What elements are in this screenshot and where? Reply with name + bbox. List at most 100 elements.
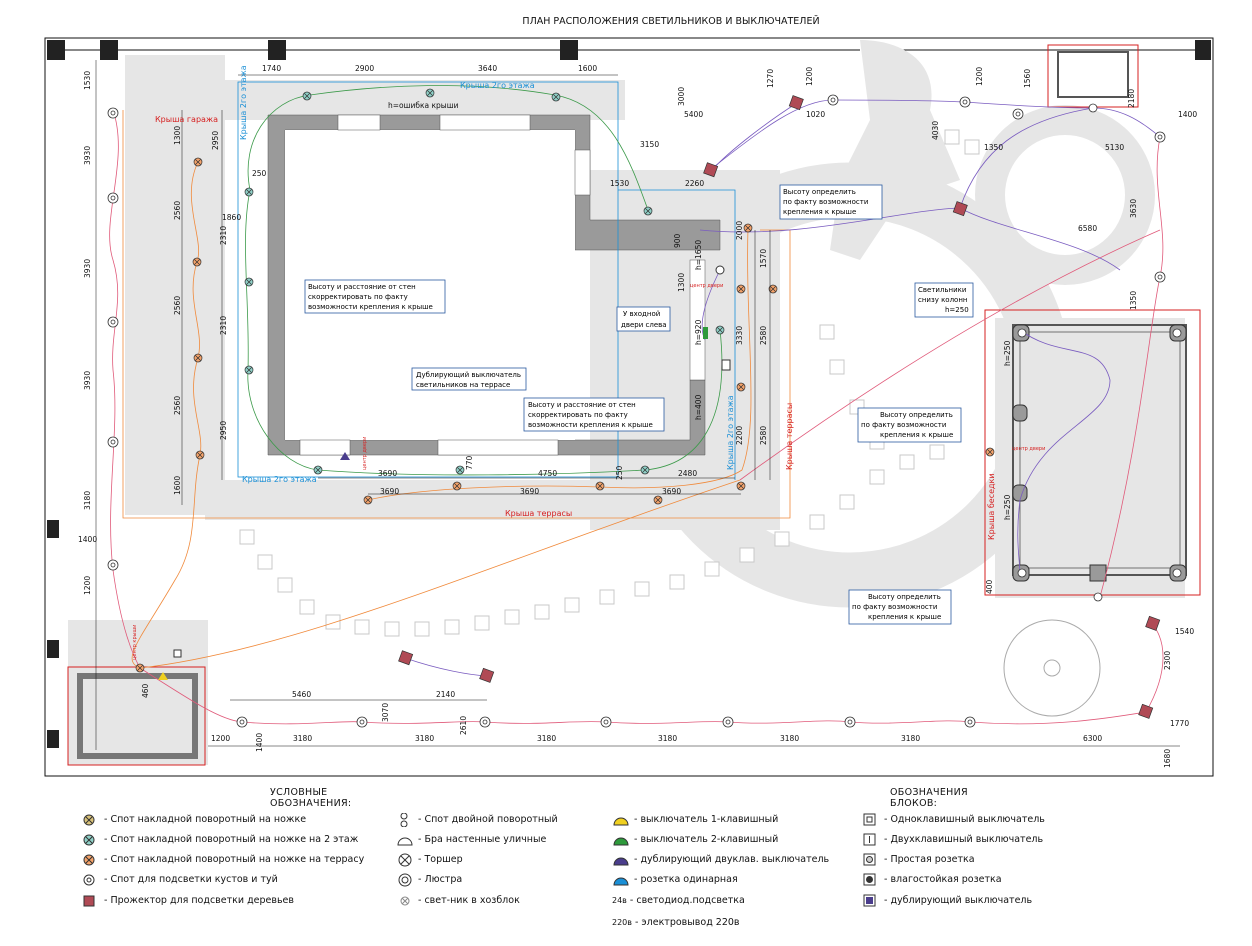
svg-text:3180: 3180 <box>658 734 677 743</box>
legend-double-spot: - Спот двойной поворотный <box>396 812 558 828</box>
spot-icon <box>83 814 95 825</box>
svg-text:1540: 1540 <box>1175 627 1194 636</box>
svg-text:2560: 2560 <box>173 296 182 315</box>
svg-text:1680: 1680 <box>1163 749 1172 768</box>
svg-text:1770: 1770 <box>1170 719 1189 728</box>
projector-icon <box>703 162 719 178</box>
terrace-roof-outline <box>122 110 791 519</box>
shrub-spot-icon <box>600 716 612 728</box>
shrub-spot-icon <box>356 716 368 728</box>
shrub-spot-icon <box>844 716 856 728</box>
svg-text:снизу колонн: снизу колонн <box>918 296 968 304</box>
double-spot-icon <box>400 812 408 827</box>
door-switches <box>158 265 731 680</box>
spots-floor2 <box>244 88 725 475</box>
svg-text:3180: 3180 <box>901 734 920 743</box>
svg-text:Высоту определить: Высоту определить <box>880 411 953 419</box>
svg-text:900: 900 <box>673 233 682 248</box>
svg-text:3180: 3180 <box>415 734 434 743</box>
svg-text:460: 460 <box>141 683 150 698</box>
svg-text:h=250: h=250 <box>1003 494 1012 520</box>
legend-switch2: - выключатель 2-клавишный <box>612 832 778 848</box>
spot-floor2-icon <box>455 465 465 475</box>
legend-block-socket: - Простая розетка <box>862 852 975 868</box>
spot-floor2-icon <box>425 88 435 98</box>
label-roof-bottom: Крыша 2го этажа <box>242 475 317 484</box>
svg-text:3930: 3930 <box>83 371 92 390</box>
svg-text:3000: 3000 <box>677 87 686 106</box>
svg-text:3690: 3690 <box>662 487 681 496</box>
svg-text:3640: 3640 <box>478 64 497 73</box>
roof-2nd-floor-outline <box>237 81 619 478</box>
shrub-spot-icon <box>107 559 119 571</box>
legend-wall-lamp: - Бра настенные уличные <box>396 832 546 848</box>
svg-text:3180: 3180 <box>83 491 92 510</box>
svg-text:6300: 6300 <box>1083 734 1102 743</box>
svg-text:центр крыши: центр крыши <box>132 625 138 660</box>
spot-floor2-icon <box>715 325 725 335</box>
svg-text:крепления к крыше: крепления к крыше <box>880 431 953 439</box>
spot-terrace-icon <box>195 450 205 460</box>
svg-text:1860: 1860 <box>222 213 241 222</box>
svg-text:1300: 1300 <box>677 273 686 292</box>
legend-spot-floor2: - Спот накладной поворотный на ножке на … <box>82 832 358 848</box>
spot-terrace-icon <box>985 447 995 457</box>
shrub-spot-icon <box>827 94 839 106</box>
svg-text:2610: 2610 <box>459 716 468 735</box>
svg-text:Светильники: Светильники <box>918 286 966 294</box>
svg-text:3150: 3150 <box>640 140 659 149</box>
shrub-spot-icon <box>83 874 95 885</box>
label-roof-right: Крыша 2го этажа <box>726 395 735 470</box>
shrub-spot-icon <box>959 96 971 108</box>
spot-terrace-icon <box>736 481 746 491</box>
outlet-tag: 220в <box>612 918 632 927</box>
svg-text:3180: 3180 <box>293 734 312 743</box>
svg-text:3180: 3180 <box>537 734 556 743</box>
svg-text:1200: 1200 <box>975 67 984 86</box>
spots-terrace <box>135 157 995 673</box>
wall-lamp-icon <box>397 837 413 845</box>
block-wet-socket-icon <box>863 873 876 885</box>
block-dup-switch-icon <box>863 894 876 906</box>
shrub-spot-icon <box>479 716 491 728</box>
svg-text:двери слева: двери слева <box>621 321 667 329</box>
svg-text:1400: 1400 <box>1178 110 1197 119</box>
svg-text:2260: 2260 <box>685 179 704 188</box>
spot-floor2-icon <box>244 277 254 287</box>
svg-text:по факту возможности: по факту возможности <box>861 421 946 429</box>
wire-terrace-bottom <box>367 227 752 501</box>
legend-led: 24в- светодиод.подсветка <box>612 895 745 906</box>
note-box-5: У входной двери слева <box>616 306 671 332</box>
spot-terrace-icon <box>193 157 203 167</box>
spot-terrace-icon <box>653 495 663 505</box>
blocks-title: ОБОЗНАЧЕНИЯ БЛОКОВ: <box>890 787 968 809</box>
shrub-spot-icon <box>107 316 119 328</box>
legend-spot: - Спот накладной поворотный на ножке <box>82 812 306 828</box>
shrub-spot-icon <box>1154 131 1166 143</box>
svg-text:250: 250 <box>615 465 624 480</box>
site-boundary <box>44 37 1214 777</box>
svg-text:по факту возможности: по факту возможности <box>783 198 868 206</box>
roundabout <box>975 105 1155 285</box>
note-box-7: Высоту определить по факту возможности к… <box>857 407 962 443</box>
svg-text:1740: 1740 <box>262 64 281 73</box>
note-box-1: Высоту и расстояние от стен скорректиров… <box>304 279 446 314</box>
spots-shrubs <box>107 94 1166 728</box>
svg-text:2950: 2950 <box>219 421 228 440</box>
legend-projector: - Прожектор для подсветки деревьев <box>82 893 294 909</box>
spot-terrace-icon <box>595 481 605 491</box>
svg-text:1270: 1270 <box>766 69 775 88</box>
svg-text:1020: 1020 <box>806 110 825 119</box>
label-roof-error: h=ошибка крыши <box>388 101 459 110</box>
switch-2key-icon <box>613 837 629 845</box>
svg-text:1400: 1400 <box>255 733 264 752</box>
legend-utility-light: - свет-ник в хозблок <box>396 893 520 909</box>
spot-terrace-icon <box>363 495 373 505</box>
dimension-texts: 1740 2900 3640 1600 1530 3930 3930 3930 … <box>78 64 1197 768</box>
svg-text:1350: 1350 <box>1129 291 1138 310</box>
label-gazebo-roof: Крыша беседки <box>987 473 996 540</box>
svg-text:2580: 2580 <box>759 426 768 445</box>
label-garage-roof: Крыша гаража <box>155 115 218 124</box>
svg-text:3690: 3690 <box>520 487 539 496</box>
svg-text:3930: 3930 <box>83 259 92 278</box>
